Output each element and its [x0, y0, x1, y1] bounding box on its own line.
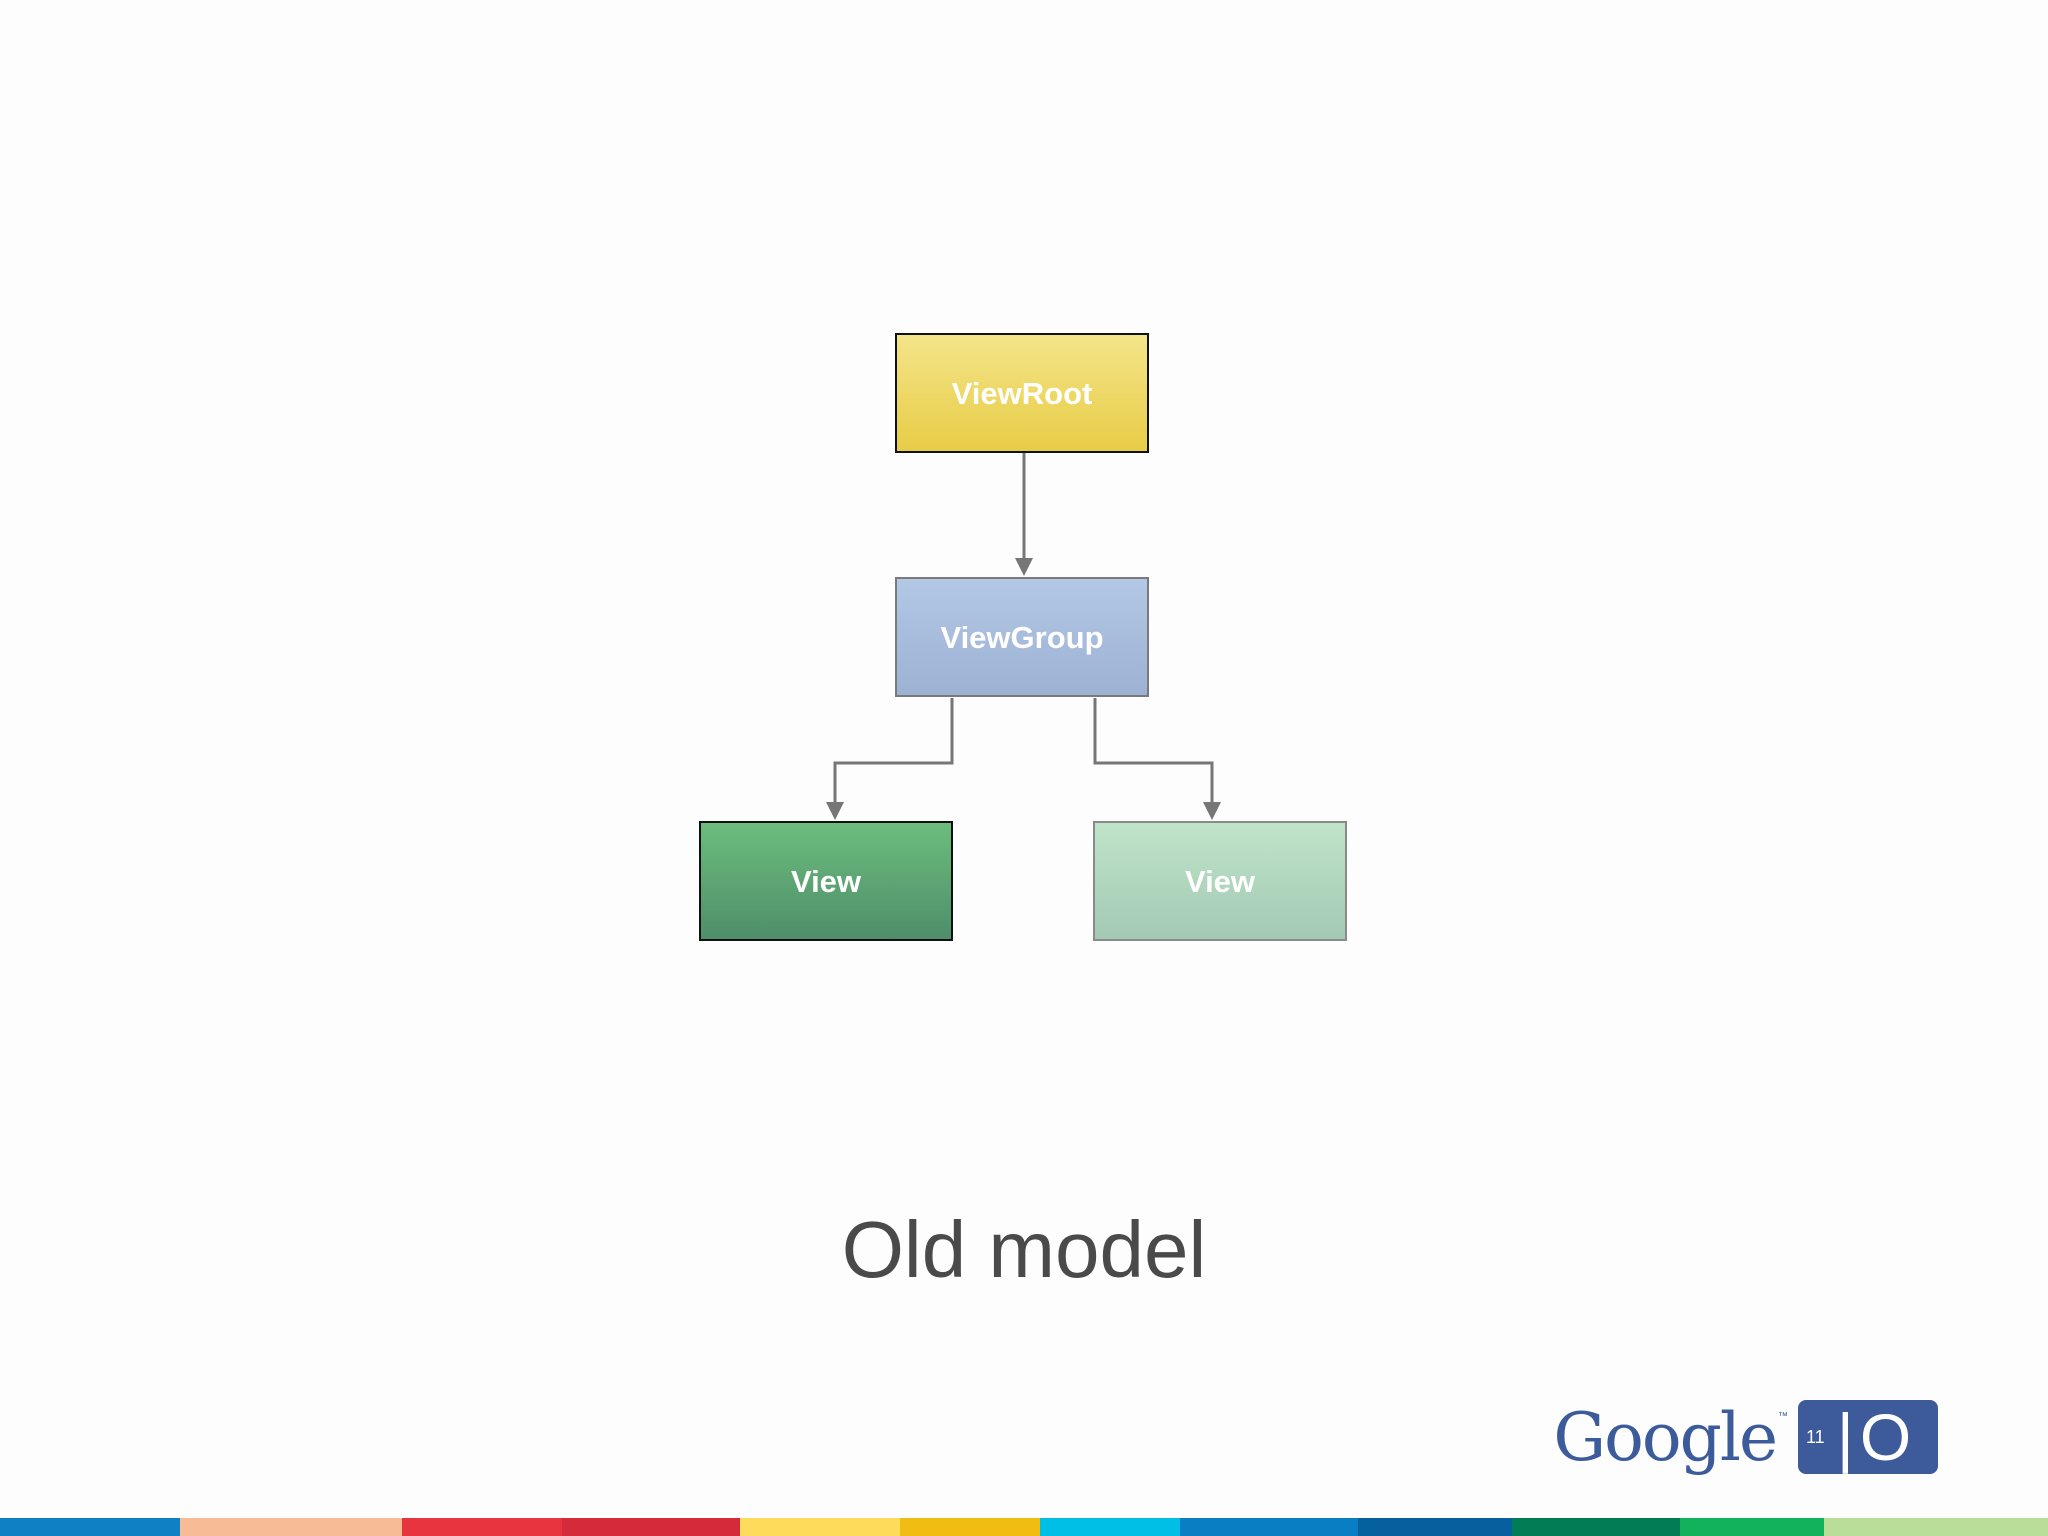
slide-title: Old model: [841, 1205, 1207, 1294]
node-viewgroup-label: ViewGroup: [940, 620, 1103, 655]
color-bar-segment: [900, 1518, 1040, 1536]
io-year: 11: [1806, 1426, 1825, 1447]
node-viewroot-label: ViewRoot: [952, 376, 1093, 411]
node-view-left: View: [699, 821, 953, 941]
color-bar-segment: [1040, 1518, 1180, 1536]
node-view-left-label: View: [791, 864, 862, 899]
color-bar-segment: [1680, 1518, 1824, 1536]
color-bar-segment: [740, 1518, 900, 1536]
node-view-right-label: View: [1185, 864, 1256, 899]
color-bar-segment: [1358, 1518, 1512, 1536]
io-badge: 11 |O: [1798, 1400, 1938, 1474]
io-mark: |O: [1836, 1400, 1918, 1474]
google-wordmark-text: Google: [1553, 1398, 1778, 1476]
connector-group-to-right-view: [1093, 698, 1221, 820]
color-bar-segment: [1824, 1518, 2048, 1536]
connector-group-to-left-view: [826, 698, 954, 820]
connector-root-to-group: [1015, 453, 1033, 576]
color-bar-segment: [0, 1518, 180, 1536]
color-bar-segment: [180, 1518, 402, 1536]
node-viewgroup: ViewGroup: [895, 577, 1149, 697]
footer-color-bar: [0, 1518, 2048, 1536]
color-bar-segment: [562, 1518, 740, 1536]
node-view-right: View: [1093, 821, 1347, 941]
color-bar-segment: [1180, 1518, 1358, 1536]
trademark-mark: ™: [1778, 1410, 1788, 1422]
color-bar-segment: [402, 1518, 562, 1536]
color-bar-segment: [1512, 1518, 1680, 1536]
node-viewroot: ViewRoot: [895, 333, 1149, 453]
